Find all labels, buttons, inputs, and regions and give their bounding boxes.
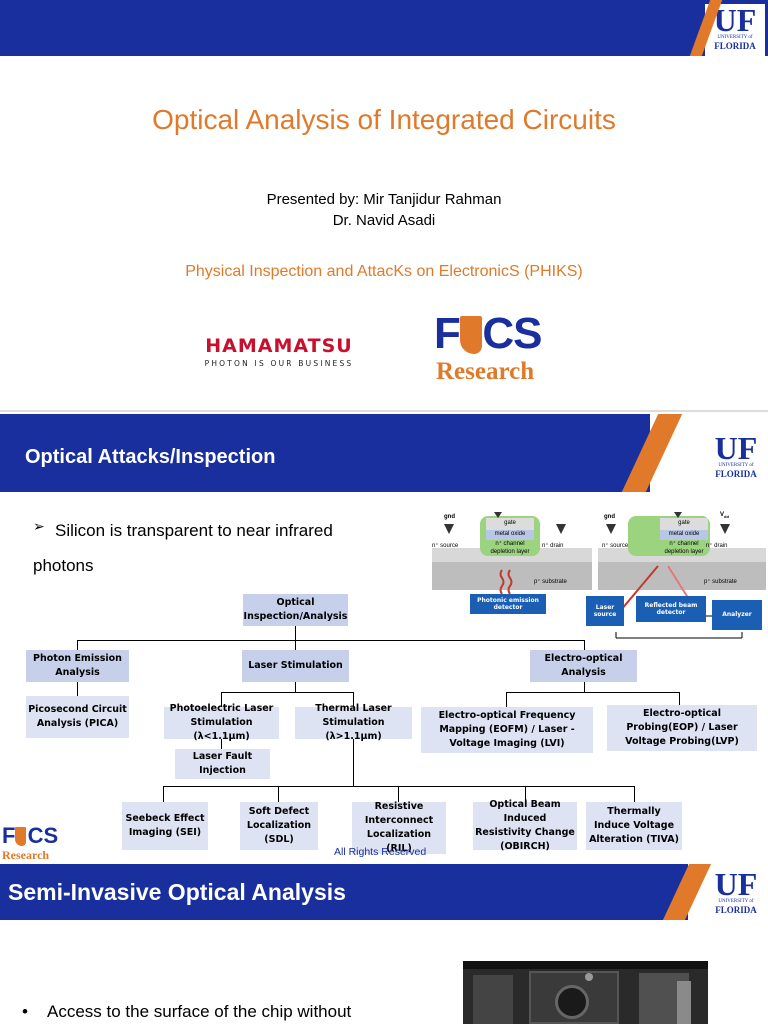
laser-source-box: Laser source [586,596,624,626]
device-cross-section-diagram: gnd gnd Vdd gate gate metal oxide metal … [430,506,768,646]
eofm-box: Electro-optical Frequency Mapping (EOFM)… [421,707,593,753]
slide3-title: Semi-Invasive Optical Analysis [8,879,346,905]
gate-label-left: gate [504,520,516,526]
n-drain-right: n⁺ drain [706,543,728,549]
thermal-box: Thermal Laser Stimulation (λ>1.1μm) [295,703,412,742]
slide-title: UF UNIVERSITY of FLORIDA Optical Analysi… [0,0,768,410]
fics-research-logo: F CS Research [434,309,542,386]
fics-research-small-logo: F CS Research [2,823,59,863]
footer-text: All Rights Reserved [334,846,427,858]
eop-box: Electro-optical Probing(EOP) / Laser Vol… [607,705,757,751]
n-source-left: n⁺ source [432,543,459,549]
pica-box: Picosecond Circuit Analysis (PICA) [26,696,129,738]
hamamatsu-logo: HAMAMATSU PHOTON IS OUR BUSINESS [204,335,354,368]
group-name: Physical Inspection and AttacKs on Elect… [185,263,583,280]
metal-oxide-right: metal oxide [668,531,700,537]
uf-logo: UF UNIVERSITY of FLORIDA [714,866,758,915]
depletion-left: depletion layer [490,549,530,555]
bullet-arrow-icon: ➢ [33,518,45,534]
equipment-photo [463,961,708,1024]
uf-logo: UF UNIVERSITY of FLORIDA [714,430,758,479]
slide3-banner: Semi-Invasive Optical Analysis [0,864,768,920]
florida-shape-icon [15,827,26,846]
ril-box: Resistive Interconnect Localization (RIL… [352,801,446,854]
reflected-detector-box: Reflected beam detector [636,596,706,622]
p-substrate-right: p⁺ substrate [704,579,737,585]
gnd-right-label: gnd [604,514,615,520]
tiva-box: Thermally Induce Voltage Alteration (TIV… [586,802,682,850]
slide2-title: Optical Attacks/Inspection [25,446,276,468]
photon-emission-box: Photon Emission Analysis [26,650,129,682]
bullet-text: Silicon is transparent to near infrared … [33,521,333,575]
florida-shape-icon [460,316,482,354]
slide-optical-attacks: Optical Attacks/Inspection UF UNIVERSITY… [0,410,768,864]
vdd-label: Vdd [720,512,729,520]
presenter-line-1: Presented by: Mir Tanjidur Rahman [266,191,502,208]
laser-fault-box: Laser Fault Injection [175,749,270,779]
analyzer-box: Analyzer [712,600,762,630]
uf-logo: UF UNIVERSITY of FLORIDA [705,4,765,56]
sei-box: Seebeck Effect Imaging (SEI) [122,802,208,850]
presenter-line-2: Dr. Navid Asadi [332,212,436,229]
depletion-right: depletion layer [664,549,704,555]
gnd-left-label: gnd [444,514,455,520]
n-channel-right: n⁺ channel [669,541,699,547]
top-banner [0,0,768,56]
metal-oxide-left: metal oxide [494,531,526,537]
electro-optical-box: Electro-optical Analysis [530,650,637,682]
root-box: Optical Inspection/Analysis [243,594,348,626]
n-channel-left: n⁺ channel [495,541,525,547]
sdl-box: Soft Defect Localization (SDL) [240,802,318,850]
laser-stimulation-box: Laser Stimulation [242,650,349,682]
obirch-box: Optical Beam Induced Resistivity Change … [473,799,577,852]
fics-letters: F CS [434,309,542,358]
p-substrate-left: p⁺ substrate [534,579,567,585]
bullet-dot: • [22,1002,28,1021]
photoelectric-box: Photoelectric Laser Stimulation (λ<1.1μm… [164,703,279,742]
n-source-right: n⁺ source [602,543,629,549]
n-drain-left: n⁺ drain [542,543,564,549]
slide-semi-invasive: Semi-Invasive Optical Analysis UF UNIVER… [0,864,768,1024]
presentation-title: Optical Analysis of Integrated Circuits [152,104,616,135]
gate-label-right: gate [678,520,690,526]
photonic-detector-box: Photonic emission detector [470,594,546,614]
bullet-text: Access to the surface of the chip withou… [47,1002,352,1021]
